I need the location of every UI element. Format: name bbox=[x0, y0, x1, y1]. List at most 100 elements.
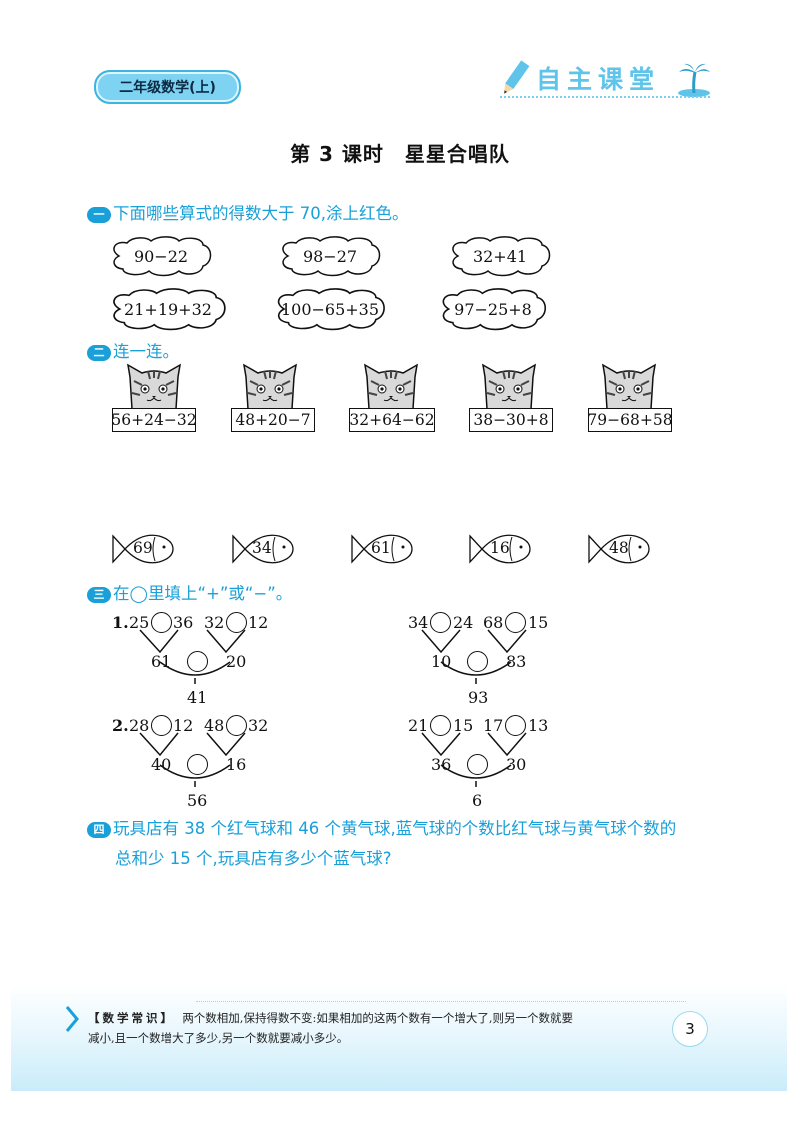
fish-number: 34 bbox=[252, 539, 272, 557]
footer-band bbox=[11, 985, 787, 1091]
cloud-text: 97−25+8 bbox=[454, 299, 532, 319]
q4-word-problem: 四玩具店有 38 个红气球和 46 个黄气球,蓝气球的个数比红气球与黄气球个数的… bbox=[87, 814, 727, 874]
operator-circle[interactable] bbox=[467, 651, 488, 672]
cat-icon bbox=[482, 363, 536, 410]
sum-right: 20 bbox=[226, 652, 247, 671]
operand: 36 bbox=[173, 613, 194, 632]
operator-circle[interactable] bbox=[505, 715, 526, 736]
operand: 12 bbox=[248, 613, 269, 632]
cloud-text: 21+19+32 bbox=[124, 299, 212, 319]
result: 93 bbox=[468, 688, 489, 707]
fish-icon bbox=[469, 534, 531, 564]
q3-prompt: 在◯里填上“+”或“−”。 bbox=[113, 584, 293, 603]
tip-label: 【数学常识】 bbox=[88, 1011, 175, 1025]
tip-text-1: 两个数相加,保持得数不变:如果相加的这两个数有一个增大了,则另一个数就要 bbox=[182, 1011, 573, 1025]
operator-circle[interactable] bbox=[226, 612, 247, 633]
operator-circle[interactable] bbox=[226, 715, 247, 736]
operand: 25 bbox=[129, 613, 150, 632]
brand-underline bbox=[500, 96, 710, 98]
result: 41 bbox=[187, 688, 208, 707]
sum-right: 83 bbox=[506, 652, 527, 671]
brand-title: 自主课堂 bbox=[536, 65, 661, 94]
q1-prompt: 下面哪些算式的得数大于 70,涂上红色。 bbox=[113, 204, 409, 223]
operand: 12 bbox=[173, 716, 194, 735]
cat-icon bbox=[364, 363, 418, 410]
sum-right: 30 bbox=[506, 755, 527, 774]
operand: 32 bbox=[204, 613, 225, 632]
fish-icon bbox=[112, 534, 174, 564]
q4-line-2: 总和少 15 个,玩具店有多少个蓝气球? bbox=[115, 849, 392, 868]
lesson-title: 第 3 课时 星星合唱队 bbox=[290, 142, 510, 166]
math-tip: 【数学常识】 两个数相加,保持得数不变:如果相加的这两个数有一个增大了,则另一个… bbox=[88, 1008, 678, 1048]
cloud-expression-3: 32+41 bbox=[446, 235, 554, 277]
q1-number-badge: 一 bbox=[87, 207, 111, 223]
operand: 68 bbox=[483, 613, 504, 632]
q1-heading: 一下面哪些算式的得数大于 70,涂上红色。 bbox=[87, 200, 409, 224]
cloud-text: 32+41 bbox=[472, 246, 528, 266]
q4-line-1: 玩具店有 38 个红气球和 46 个黄气球,蓝气球的个数比红气球与黄气球个数的 bbox=[113, 819, 677, 838]
cloud-expression-1: 90−22 bbox=[107, 235, 215, 277]
brand-logo: 自主课堂 bbox=[500, 58, 715, 98]
cat-expression-3: 32+64−62 bbox=[349, 408, 435, 432]
cat-expression-4: 38−30+8 bbox=[469, 408, 553, 432]
operator-circle[interactable] bbox=[187, 651, 208, 672]
operand: 13 bbox=[528, 716, 549, 735]
problem-label: 1. bbox=[112, 613, 129, 632]
operator-circle[interactable] bbox=[430, 715, 451, 736]
cloud-expression-6: 97−25+8 bbox=[436, 287, 550, 331]
page-number: 3 bbox=[672, 1011, 708, 1047]
operator-circle[interactable] bbox=[151, 612, 172, 633]
operand: 34 bbox=[408, 613, 429, 632]
sum-right: 16 bbox=[226, 755, 247, 774]
fish-number: 16 bbox=[490, 539, 510, 557]
palm-island-icon bbox=[678, 63, 710, 97]
operand: 21 bbox=[408, 716, 429, 735]
fish-icon bbox=[351, 534, 413, 564]
operand: 15 bbox=[528, 613, 549, 632]
operand: 17 bbox=[483, 716, 504, 735]
chevron-right-icon bbox=[65, 1006, 79, 1032]
grade-label: 二年级数学(上) bbox=[94, 70, 241, 104]
q2-heading: 二连一连。 bbox=[87, 338, 179, 362]
sum-left: 36 bbox=[431, 755, 452, 774]
sum-left: 61 bbox=[151, 652, 172, 671]
tip-text-2: 减小,且一个数增大了多少,另一个数就要减小多少。 bbox=[88, 1031, 349, 1045]
fish-icon bbox=[232, 534, 294, 564]
cat-icon bbox=[127, 363, 181, 410]
fish-number: 48 bbox=[609, 539, 629, 557]
fish-number: 61 bbox=[371, 539, 391, 557]
tree-connector-lines bbox=[139, 629, 527, 787]
q4-number-badge: 四 bbox=[87, 822, 111, 838]
operand: 28 bbox=[129, 716, 150, 735]
cat-expression-2: 48+20−7 bbox=[231, 408, 315, 432]
operand: 32 bbox=[248, 716, 269, 735]
fish-number: 69 bbox=[133, 539, 153, 557]
footer-divider bbox=[196, 1001, 686, 1002]
cat-expression-5: 79−68+58 bbox=[587, 408, 673, 432]
operator-circle[interactable] bbox=[151, 715, 172, 736]
q2-prompt: 连一连。 bbox=[113, 342, 179, 361]
q3-heading: 三在◯里填上“+”或“−”。 bbox=[87, 580, 292, 604]
operator-circle[interactable] bbox=[187, 754, 208, 775]
result: 6 bbox=[472, 791, 483, 810]
operand: 15 bbox=[453, 716, 474, 735]
cloud-expression-5: 100−65+35 bbox=[271, 287, 389, 331]
cloud-text: 98−27 bbox=[302, 246, 358, 266]
problem-label: 2. bbox=[112, 716, 129, 735]
cat-icon bbox=[243, 363, 297, 410]
operator-circle[interactable] bbox=[467, 754, 488, 775]
operand: 48 bbox=[204, 716, 225, 735]
q3-number-badge: 三 bbox=[87, 587, 111, 603]
cat-expression-1: 56+24−32 bbox=[111, 408, 197, 432]
result: 56 bbox=[187, 791, 208, 810]
operator-circle[interactable] bbox=[430, 612, 451, 633]
pencil-icon bbox=[504, 60, 530, 94]
cloud-expression-2: 98−27 bbox=[276, 235, 384, 277]
fish-icon bbox=[588, 534, 650, 564]
operand: 24 bbox=[453, 613, 474, 632]
sum-left: 40 bbox=[151, 755, 172, 774]
operator-circle[interactable] bbox=[505, 612, 526, 633]
cloud-text: 100−65+35 bbox=[280, 299, 380, 319]
sum-left: 10 bbox=[431, 652, 452, 671]
cloud-expression-4: 21+19+32 bbox=[106, 287, 230, 331]
